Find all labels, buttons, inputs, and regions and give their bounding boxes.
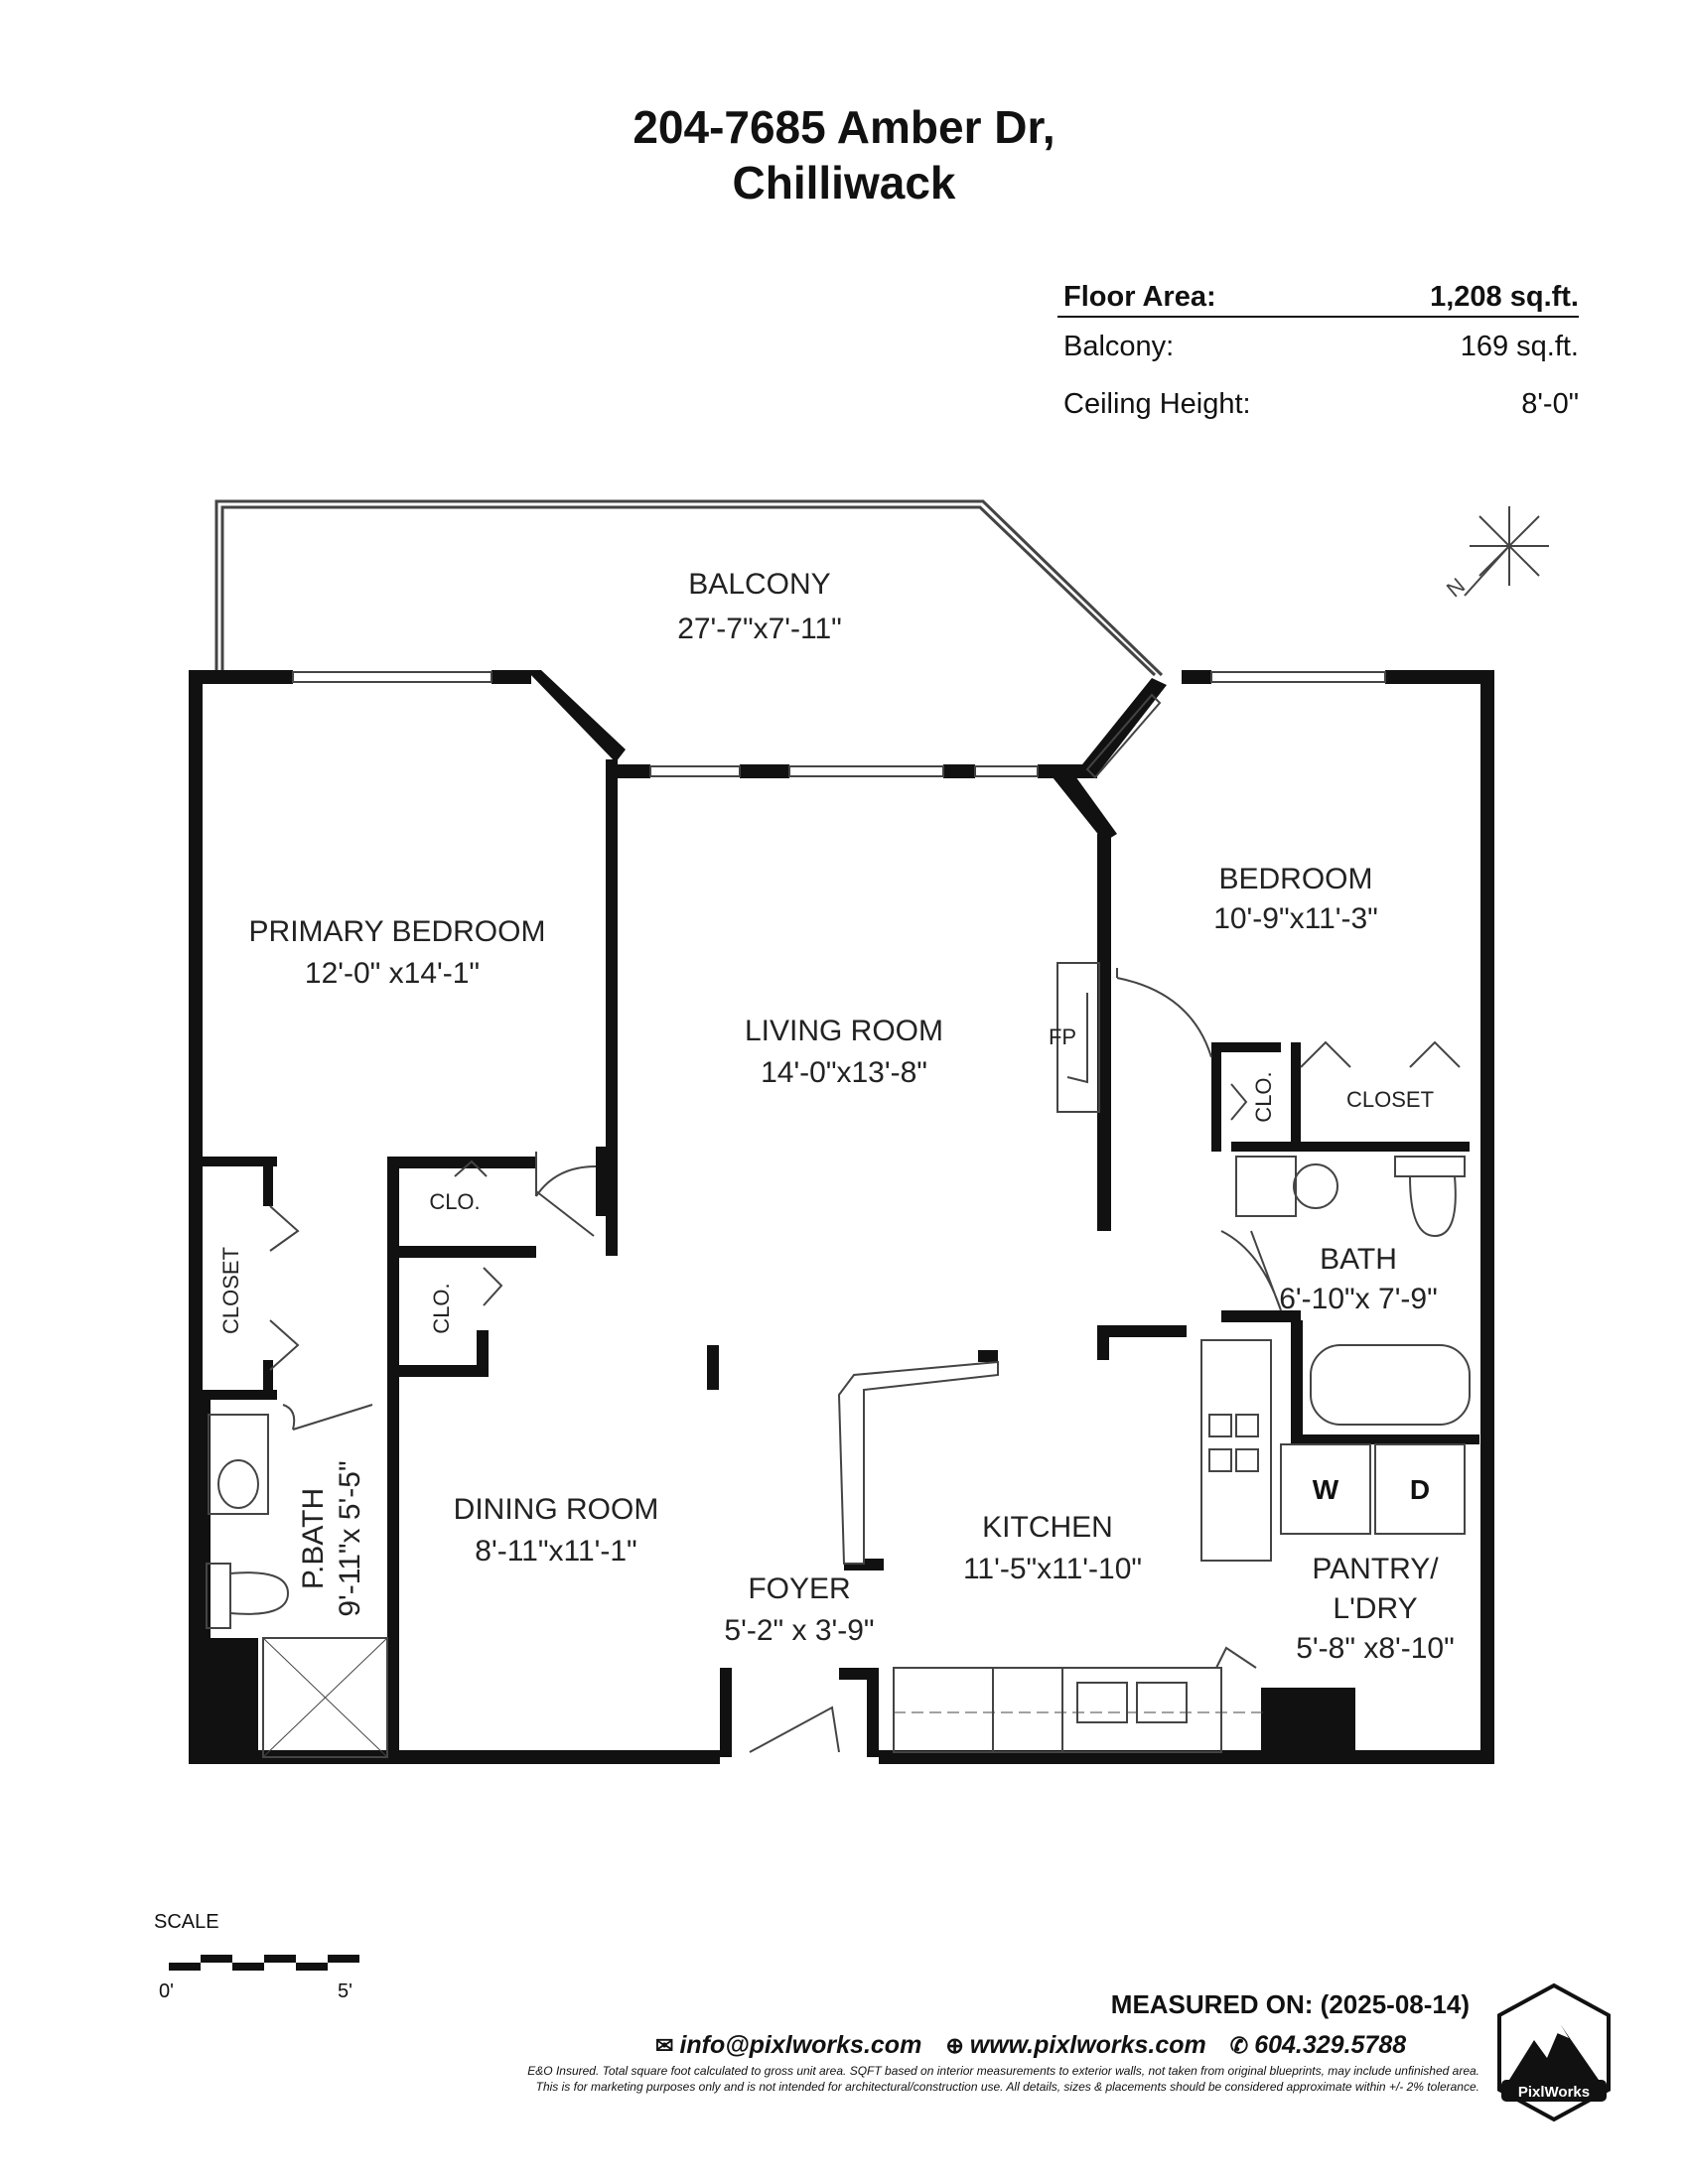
- phone-text: 604.329.5788: [1254, 2031, 1407, 2059]
- fixtures: [206, 1156, 1471, 1758]
- washer-label: W: [1313, 1474, 1339, 1505]
- area-summary: Floor Area: 1,208 sq.ft. Balcony: 169 sq…: [1057, 270, 1579, 433]
- measured-on: MEASURED ON: (2025-08-14): [1110, 1989, 1470, 2019]
- property-title: 204-7685 Amber Dr, Chilliwack: [0, 99, 1688, 210]
- kitchen-dims: 11'-5"x11'-10": [963, 1553, 1142, 1585]
- balcony-name: BALCONY: [688, 568, 830, 601]
- disclaimer: E&O Insured. Total square foot calculate…: [159, 2063, 1479, 2095]
- balcony-outline: [214, 499, 1164, 677]
- dining-room-dims: 8'-11"x11'-1": [475, 1535, 636, 1568]
- globe-icon: ⊕: [945, 2033, 964, 2058]
- foyer-name: FOYER: [748, 1572, 850, 1605]
- phone-contact[interactable]: ✆604.329.5788: [1230, 2031, 1406, 2060]
- north-compass-icon: [1464, 506, 1549, 597]
- scale-five: 5': [338, 1980, 352, 2002]
- bedroom-name: BEDROOM: [1218, 863, 1372, 895]
- email-text: info@pixlworks.com: [679, 2031, 922, 2059]
- ceiling-height-label: Ceiling Height:: [1063, 387, 1251, 420]
- disclaimer-line-1: E&O Insured. Total square foot calculate…: [527, 2064, 1479, 2078]
- closet-label-primary: CLOSET: [218, 1247, 243, 1334]
- clo-label-3: CLO.: [1251, 1071, 1276, 1122]
- bath-dims: 6'-10"x 7'-9": [1279, 1283, 1438, 1315]
- ceiling-height-row: Ceiling Height: 8'-0": [1057, 375, 1579, 433]
- disclaimer-line-2: This is for marketing purposes only and …: [535, 2080, 1479, 2094]
- clo-label-2: CLO.: [429, 1283, 454, 1333]
- phone-icon: ✆: [1229, 2033, 1249, 2058]
- email-icon: ✉: [655, 2033, 674, 2058]
- powder-bath-dims: 9'-11"x 5'-5": [334, 1460, 366, 1616]
- primary-bedroom-name: PRIMARY BEDROOM: [249, 915, 546, 948]
- dryer-label: D: [1410, 1474, 1430, 1505]
- balcony-area-row: Balcony: 169 sq.ft.: [1057, 318, 1579, 375]
- dining-room-name: DINING ROOM: [454, 1493, 659, 1526]
- floor-area-row: Floor Area: 1,208 sq.ft.: [1057, 270, 1579, 318]
- title-line-2: Chilliwack: [732, 157, 956, 208]
- title-line-1: 204-7685 Amber Dr,: [633, 101, 1055, 153]
- bath-name: BATH: [1320, 1243, 1397, 1276]
- clo-label-1: CLO.: [429, 1189, 480, 1214]
- web-text: www.pixlworks.com: [969, 2031, 1206, 2059]
- laundry-name: L'DRY: [1333, 1592, 1417, 1625]
- north-label: N: [1442, 573, 1470, 602]
- living-room-dims: 14'-0"x13'-8": [761, 1056, 927, 1089]
- fireplace: [1056, 962, 1100, 1113]
- balcony-area-label: Balcony:: [1063, 330, 1175, 362]
- logo-brand-text: PixlWorks: [1518, 2084, 1590, 2101]
- scale-zero: 0': [159, 1980, 174, 2002]
- email-contact[interactable]: ✉info@pixlworks.com: [655, 2031, 921, 2060]
- bedroom-dims: 10'-9"x11'-3": [1213, 902, 1378, 935]
- powder-bath-name: P.BATH: [297, 1488, 330, 1589]
- scale-graphic: [169, 1951, 367, 1973]
- pixlworks-logo: PixlWorks: [1497, 1982, 1611, 2122]
- fireplace-label: FP: [1049, 1024, 1076, 1049]
- primary-bedroom-dims: 12'-0" x14'-1": [305, 957, 480, 990]
- doors: [282, 968, 1282, 1753]
- floor-area-value: 1,208 sq.ft.: [1430, 281, 1579, 313]
- closet-doors: [269, 1040, 1461, 1371]
- ceiling-height-value: 8'-0": [1521, 387, 1579, 420]
- pantry-name: PANTRY/: [1312, 1553, 1439, 1585]
- contact-row: ✉info@pixlworks.com ⊕www.pixlworks.com ✆…: [655, 2031, 1406, 2060]
- living-room-name: LIVING ROOM: [745, 1015, 943, 1047]
- foyer-dims: 5'-2" x 3'-9": [724, 1614, 874, 1647]
- windows: [292, 671, 1386, 779]
- floor-area-label: Floor Area:: [1063, 281, 1216, 313]
- kitchen-name: KITCHEN: [982, 1511, 1113, 1544]
- balcony-area-value: 169 sq.ft.: [1460, 330, 1579, 362]
- interior-walls: [203, 1042, 1479, 1760]
- balcony-dims: 27'-7"x7'-11": [677, 613, 842, 645]
- web-contact[interactable]: ⊕www.pixlworks.com: [945, 2031, 1205, 2060]
- pantry-dims: 5'-8" x8'-10": [1296, 1632, 1455, 1665]
- scale-label: SCALE: [154, 1911, 219, 1933]
- closet-label-bedroom: CLOSET: [1346, 1087, 1434, 1112]
